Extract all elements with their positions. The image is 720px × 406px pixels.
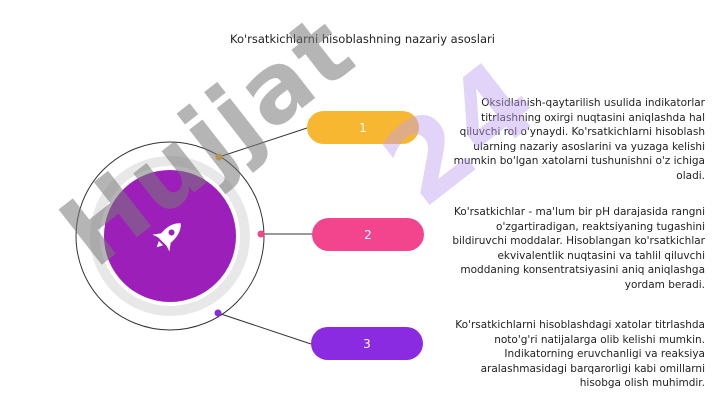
connector-dot-2 <box>257 230 265 238</box>
rocket-icon <box>152 223 181 252</box>
slide-title: Ko'rsatkichlarni hisoblashning nazariy a… <box>230 32 495 46</box>
step-1-description: Oksidlanish-qaytarilish usulida indikato… <box>453 97 705 182</box>
connector-line-1 <box>218 127 308 158</box>
step-2-description: Ko'rsatkichlar - ma'lum bir pH darajasid… <box>452 206 705 291</box>
connector-line-3 <box>217 312 312 345</box>
step-3-description: Ko'rsatkichlarni hisoblashdagi xatolar t… <box>455 319 705 389</box>
connector-dot-3 <box>214 309 222 317</box>
step-2-number: 2 <box>364 227 372 242</box>
outer-ring-line <box>75 141 265 331</box>
step-1-number: 1 <box>359 120 367 135</box>
step-3-badge: 3 <box>311 327 423 360</box>
step-1-badge: 1 <box>307 111 419 144</box>
step-3-number: 3 <box>363 336 371 351</box>
step-2-badge: 2 <box>312 218 424 251</box>
connector-dot-1 <box>215 153 223 161</box>
